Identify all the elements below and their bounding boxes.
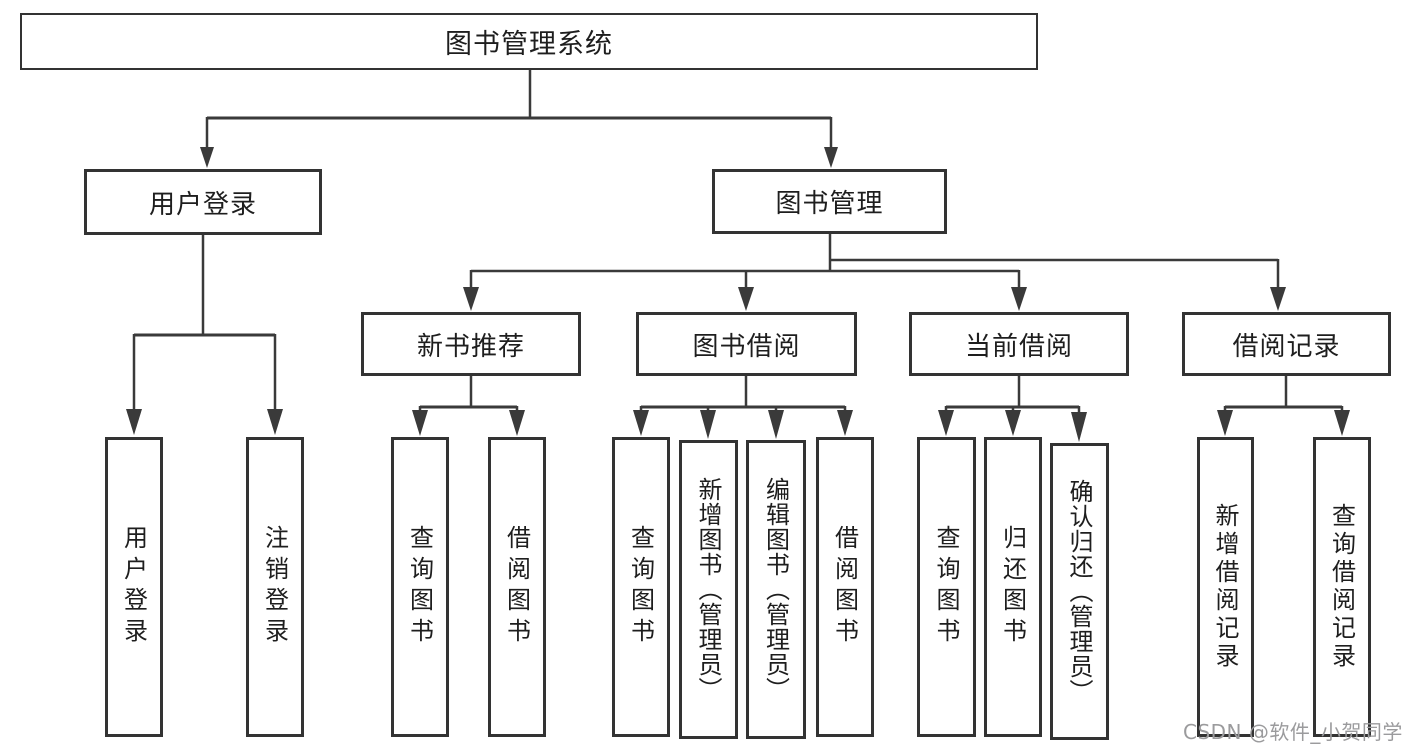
node-book-management: 图书管理 <box>712 169 947 234</box>
leaf-borrow-query-books: 查询图书 <box>612 437 670 737</box>
node-book-borrow: 图书借阅 <box>636 312 857 376</box>
node-borrow-records: 借阅记录 <box>1182 312 1391 376</box>
leaf-borrow-add-books-admin: 新增图书（管理员） <box>679 440 738 739</box>
leaf-user-login: 用户登录 <box>105 437 163 737</box>
root-to-level2-connector <box>200 70 838 168</box>
leaf-borrow-borrow-books: 借阅图书 <box>816 437 874 737</box>
sections-to-leaves-connector <box>412 376 1350 442</box>
book-mgmt-to-sections-connector <box>463 233 1286 311</box>
leaf-recommend-query-books: 查询图书 <box>391 437 449 737</box>
leaf-current-return-books: 归还图书 <box>984 437 1042 737</box>
leaf-records-query-record: 查询借阅记录 <box>1313 437 1371 737</box>
leaf-current-query-books: 查询图书 <box>917 437 976 737</box>
csdn-watermark: CSDN @软件_小贺同学 <box>1183 720 1403 744</box>
leaf-recommend-borrow-books: 借阅图书 <box>488 437 546 737</box>
leaf-records-add-record: 新增借阅记录 <box>1197 437 1254 737</box>
node-library-system: 图书管理系统 <box>20 13 1038 70</box>
leaf-borrow-edit-books-admin: 编辑图书（管理员） <box>746 440 806 739</box>
leaf-current-confirm-return-admin: 确认归还（管理员） <box>1050 443 1109 740</box>
node-current-borrow: 当前借阅 <box>909 312 1129 376</box>
node-user-login: 用户登录 <box>84 169 322 235</box>
user-login-leaf-connector <box>126 235 283 435</box>
leaf-logout: 注销登录 <box>246 437 304 737</box>
node-new-book-recommend: 新书推荐 <box>361 312 581 376</box>
